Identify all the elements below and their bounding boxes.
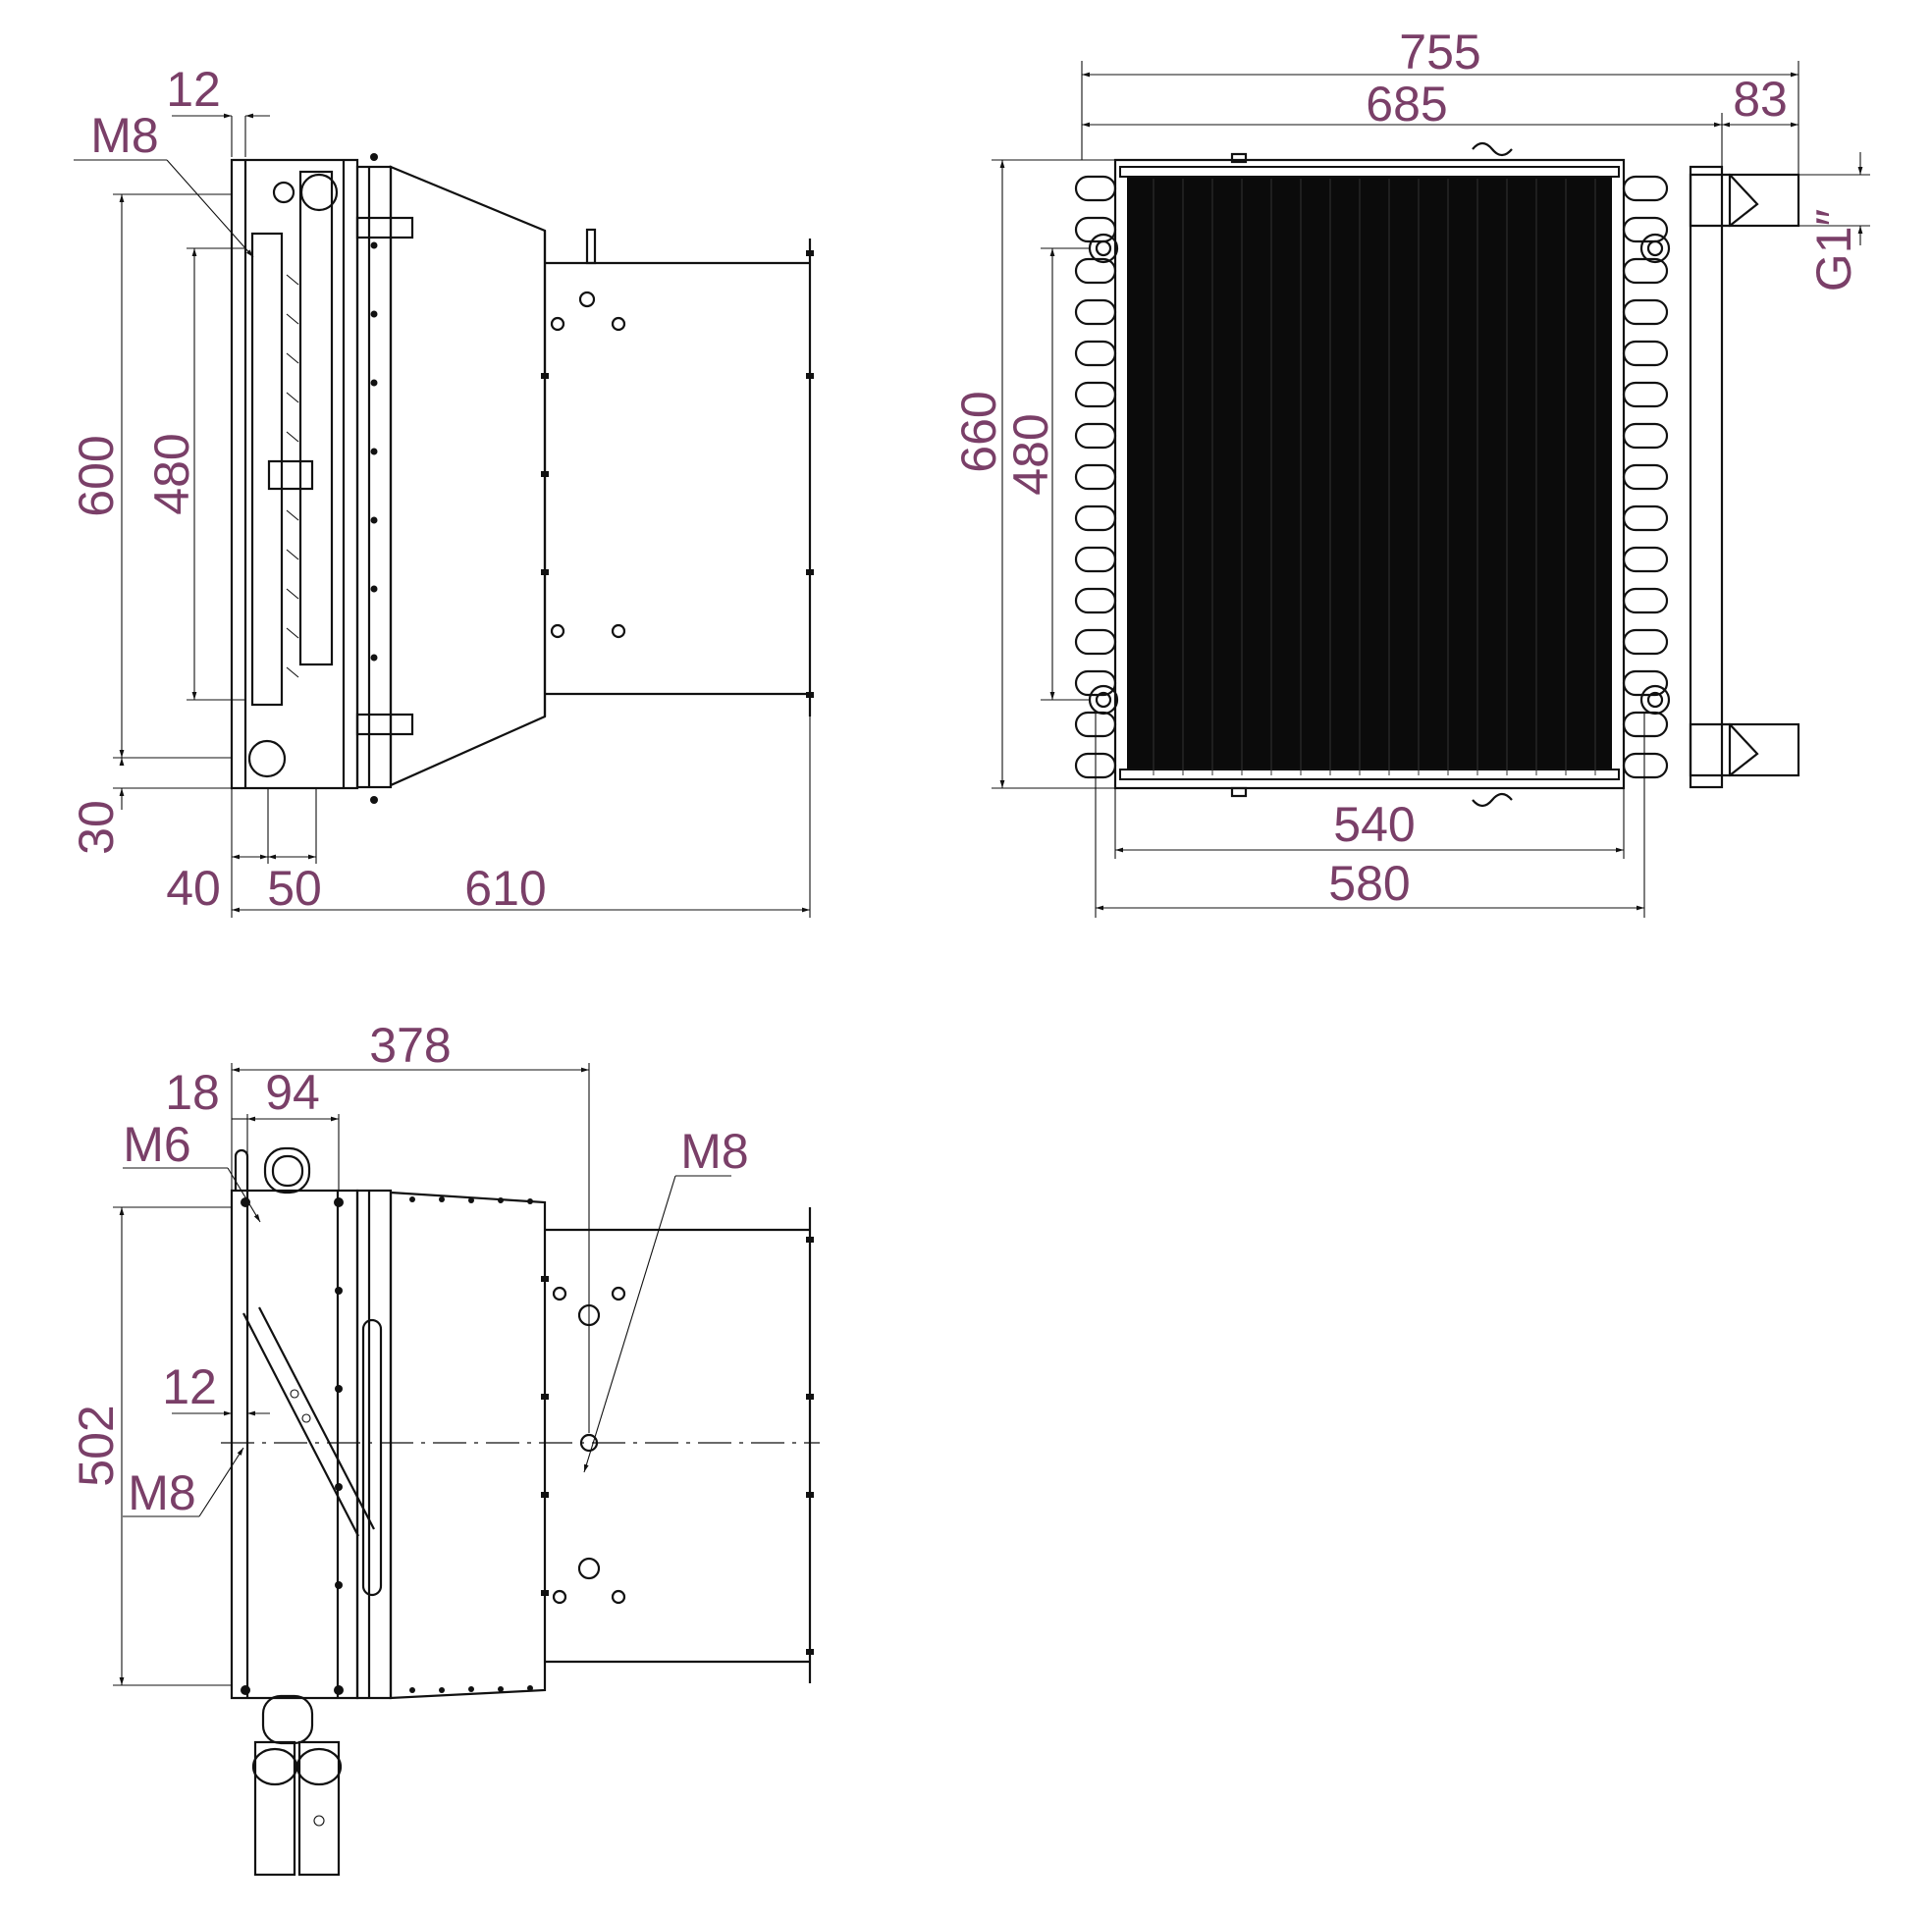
dim-30: 30 (69, 800, 124, 855)
label-m8-left: M8 (128, 1465, 195, 1520)
dim-480: 480 (144, 433, 199, 514)
dim-755: 755 (1399, 25, 1480, 80)
dim-378: 378 (369, 1018, 451, 1073)
label-m8-right: M8 (680, 1124, 748, 1179)
dim-540: 540 (1333, 797, 1415, 852)
label-m8: M8 (90, 108, 158, 163)
dim-50: 50 (267, 861, 322, 916)
dim-685: 685 (1366, 77, 1447, 132)
dim-83: 83 (1733, 72, 1788, 127)
dim-12-lower: 12 (162, 1359, 217, 1414)
front-view: 755 685 83 G1″ 660 480 540 580 (951, 25, 1870, 918)
dim-502: 502 (69, 1405, 124, 1486)
dim-580: 580 (1328, 856, 1410, 911)
side-view: 12 M8 600 480 30 40 50 610 (69, 62, 814, 918)
dim-610: 610 (464, 861, 546, 916)
label-m6: M6 (123, 1117, 190, 1172)
dim-40: 40 (166, 861, 221, 916)
dim-660: 660 (951, 391, 1006, 472)
top-view: 378 18 94 M6 M8 502 12 M8 (69, 1018, 820, 1877)
dim-600: 600 (69, 435, 124, 516)
dim-480-front: 480 (1003, 413, 1058, 495)
dim-18: 18 (165, 1065, 220, 1120)
label-g1: G1″ (1806, 209, 1861, 292)
dim-12: 12 (166, 62, 221, 117)
dim-94: 94 (265, 1065, 320, 1120)
